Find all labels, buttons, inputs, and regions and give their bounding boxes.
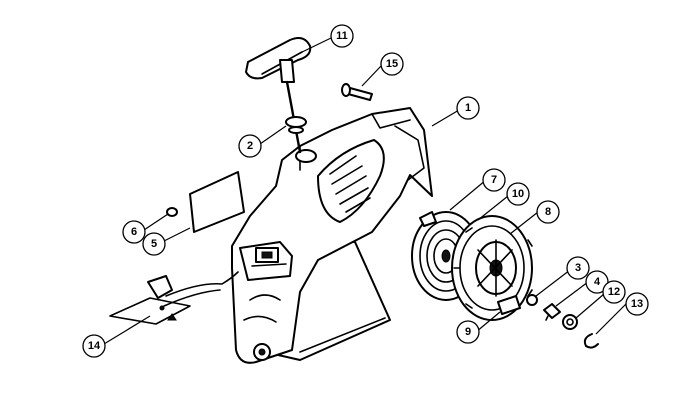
callout-3: 3 bbox=[566, 256, 590, 280]
callout-6: 6 bbox=[122, 220, 146, 244]
callout-9: 9 bbox=[456, 320, 480, 344]
callout-10: 10 bbox=[506, 182, 530, 206]
callout-label: 13 bbox=[631, 298, 643, 310]
callout-15: 15 bbox=[380, 52, 404, 76]
callout-label: 10 bbox=[512, 188, 524, 200]
washer-12 bbox=[562, 314, 578, 330]
callout-5: 5 bbox=[142, 232, 166, 256]
wire-bracket bbox=[109, 271, 239, 325]
rope-rotor bbox=[451, 215, 533, 321]
callout-label: 4 bbox=[594, 276, 601, 288]
washer-3 bbox=[526, 294, 538, 306]
callout-label: 5 bbox=[151, 238, 157, 250]
plate-5 bbox=[189, 171, 245, 233]
callout-7: 7 bbox=[482, 168, 506, 192]
rope-guide-bushing bbox=[285, 116, 307, 134]
callout-11: 11 bbox=[330, 24, 354, 48]
callout-12: 12 bbox=[602, 280, 626, 304]
callout-label: 15 bbox=[386, 58, 398, 70]
callout-13: 13 bbox=[625, 292, 649, 316]
callout-2: 2 bbox=[238, 134, 262, 158]
callout-4: 4 bbox=[585, 270, 609, 294]
callout-label: 2 bbox=[247, 140, 253, 152]
callout-label: 6 bbox=[131, 226, 137, 238]
starter-grip bbox=[245, 37, 312, 154]
leader-lines bbox=[103, 37, 627, 345]
callout-label: 1 bbox=[465, 102, 471, 114]
screw-15 bbox=[341, 83, 373, 101]
callout-label: 12 bbox=[608, 286, 620, 298]
callout-label: 9 bbox=[465, 326, 471, 338]
callout-1: 1 bbox=[456, 96, 480, 120]
pawl bbox=[497, 295, 521, 315]
callout-14: 14 bbox=[82, 334, 106, 358]
spring-clip-13 bbox=[583, 333, 599, 349]
callout-label: 14 bbox=[88, 340, 101, 352]
callout-label: 11 bbox=[336, 30, 348, 42]
callout-label: 7 bbox=[491, 174, 497, 186]
screw-4 bbox=[543, 303, 561, 321]
callout-label: 8 bbox=[545, 206, 551, 218]
callout-label: 3 bbox=[575, 262, 581, 274]
screw-6 bbox=[166, 207, 178, 217]
callout-8: 8 bbox=[536, 200, 560, 224]
fan-housing bbox=[231, 107, 433, 364]
